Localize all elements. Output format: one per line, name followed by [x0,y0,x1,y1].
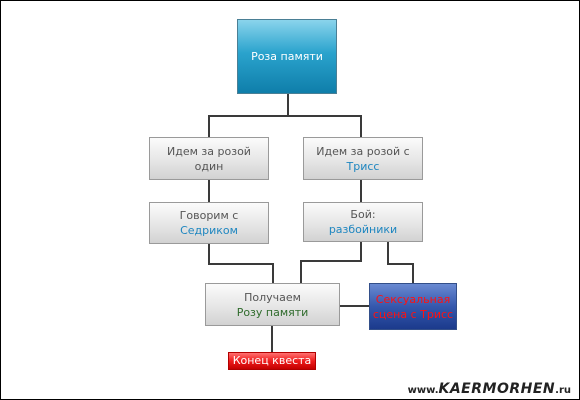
connector-line [360,180,362,202]
connector-line [208,180,210,202]
connector-line [208,244,210,264]
node-talk-cedric: Говорим с Седриком [149,202,269,244]
watermark-suffix: .ru [555,385,571,396]
node-label: Идем за розой [167,144,251,158]
connector-line [300,260,362,262]
connector-line [387,263,414,265]
node-triss-scene: Сексуальная сцена с Трисс [369,283,457,330]
connector-line [287,94,289,116]
node-label: Говорим с [179,209,239,222]
connector-line [208,263,273,265]
node-rose-of-remembrance: Роза памяти [237,19,337,94]
node-label-highlight: разбойники [328,223,398,236]
node-go-alone: Идем за розой один [149,137,269,180]
node-label: один [194,159,224,173]
connector-line [272,263,274,283]
node-label-highlight: Седриком [180,224,238,237]
watermark-prefix: www. [407,385,439,396]
node-go-with-triss: Идем за розой с Трисс [303,137,423,180]
node-label-highlight: Розу памяти [236,305,309,319]
node-label: сцена с Трисс [372,307,454,321]
connector-line [208,115,210,137]
node-label: Сексуальная [375,292,451,306]
connector-line [208,115,362,117]
node-label: Бой: [350,208,376,221]
node-label-highlight: Трисс [346,159,380,173]
node-label: Идем за розой с [316,144,410,158]
connector-line [340,305,369,307]
node-label: Роза памяти [251,50,323,63]
node-fight-bandits: Бой: разбойники [303,202,423,242]
connector-line [360,242,362,261]
connector-line [300,260,302,283]
connector-line [412,263,414,283]
watermark-brand: KAERMORHEN [438,381,556,397]
connector-line [387,242,389,264]
site-watermark: www.KAERMORHEN.ru [408,378,571,397]
node-label: Получаем [244,290,301,304]
node-quest-end: Конец квеста [228,352,316,370]
node-receive-rose: Получаем Розу памяти [205,283,340,326]
connector-line [360,115,362,137]
node-label: Конец квеста [232,354,312,367]
connector-line [271,326,273,352]
